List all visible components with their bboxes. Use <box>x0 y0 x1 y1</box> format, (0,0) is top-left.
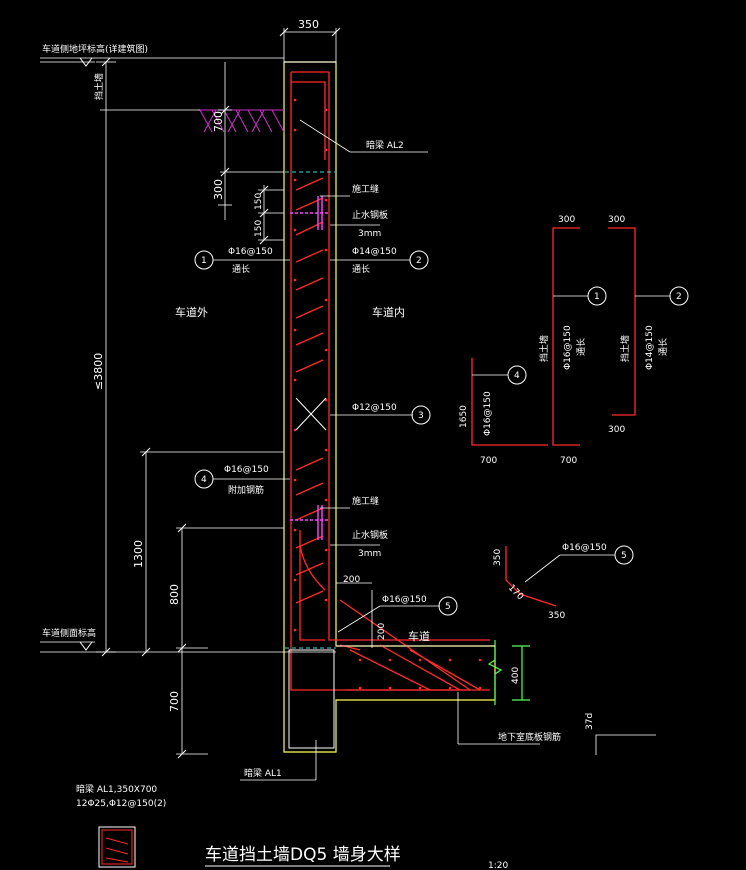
gap-1: 3mm <box>358 229 381 239</box>
detail-a-spec1: Φ16@150 <box>563 325 573 370</box>
al1-legend-frame <box>98 826 136 868</box>
detail-a-w2: 300 <box>608 215 625 225</box>
r1-note: 通长 <box>232 263 250 275</box>
detail-a-num1: 1 <box>594 292 600 302</box>
drawing-scale: 1:20 <box>488 861 508 870</box>
detail-c-leaders <box>524 554 615 583</box>
r2-num: 2 <box>416 256 422 266</box>
dim-d200a: 200 <box>343 575 360 585</box>
dim-d700-bottom: 700 <box>168 691 181 712</box>
detail-c-rebar <box>505 546 557 607</box>
wall-rebar <box>290 71 490 691</box>
r4-note: 附加钢筋 <box>228 484 264 496</box>
region-inside: 车道内 <box>372 305 405 319</box>
detail-a-rebar <box>552 227 636 446</box>
label-earth-surface: 挡土墙 <box>93 73 105 100</box>
const-joint-2: 施工缝 <box>352 495 379 507</box>
dim-d800: 800 <box>168 584 181 605</box>
detail-a-label1: 挡土墙 <box>538 335 550 362</box>
dim-d37d: 37d <box>585 713 595 730</box>
r3-num: 3 <box>418 411 424 421</box>
dim-d700-top: 700 <box>212 111 225 132</box>
leaders <box>213 119 440 633</box>
detail-a-spec2: Φ14@150 <box>645 325 655 370</box>
detail-a-note1: 通长 <box>575 338 587 356</box>
drawing-title: 车道挡土墙DQ5 墙身大样 <box>205 845 401 865</box>
dim-d150a: 150 <box>254 193 264 210</box>
detail-c-170: 170 <box>506 583 525 602</box>
detail-b-b2: 700 <box>560 456 577 466</box>
r2-spec: Φ14@150 <box>352 247 397 257</box>
r1-spec: Φ16@150 <box>228 247 273 257</box>
detail-a-w1: 300 <box>558 215 575 225</box>
detail-a-note2: 通长 <box>657 338 669 356</box>
dim-d200b: 200 <box>377 623 387 640</box>
detail-c-num: 5 <box>621 551 627 561</box>
rebar-bubbles <box>194 250 689 616</box>
detail-a-bottom: 300 <box>608 425 625 435</box>
detail-b-spec: Φ16@150 <box>483 391 493 436</box>
r5-num: 5 <box>445 602 451 612</box>
beam-al2-label: 暗梁 AL2 <box>366 139 404 151</box>
r3-spec: Φ12@150 <box>352 403 397 413</box>
detail-b-rebar <box>471 358 548 446</box>
region-outside: 车道外 <box>175 305 208 319</box>
dim-d400: 400 <box>511 667 521 684</box>
const-joint-1: 施工缝 <box>352 183 379 195</box>
detail-c-350b: 350 <box>548 611 565 621</box>
region-road: 车道 <box>408 629 430 643</box>
dim-d300: 300 <box>212 179 225 200</box>
elevation-markers <box>79 57 93 651</box>
dim-d3800: ≤3800 <box>92 353 105 390</box>
label-basement-rebar: 地下室底板钢筋 <box>498 731 561 743</box>
detail-c-spec: Φ16@150 <box>562 543 607 553</box>
r2-note: 通长 <box>352 263 370 275</box>
al1-legend-box <box>101 829 133 865</box>
label-beam-al1: 暗梁 AL1 <box>244 767 282 779</box>
beam-al1-box <box>288 649 335 749</box>
detail-b-h: 1650 <box>459 405 469 428</box>
r4-num: 4 <box>201 475 207 485</box>
earth-hatch <box>198 109 285 133</box>
label-beam-al1-rebar: 12Φ25,Φ12@150(2) <box>76 799 166 809</box>
r1-num: 1 <box>201 256 207 266</box>
dim-ticks <box>101 27 341 759</box>
waterstop-1: 止水钢板 <box>352 209 388 221</box>
detail-c-350a: 350 <box>493 549 503 566</box>
label-beam-al1-spec: 暗梁 AL1,350X700 <box>76 783 157 795</box>
r5-spec: Φ16@150 <box>382 595 427 605</box>
break-mark <box>487 640 530 705</box>
waterstop-2: 止水钢板 <box>352 529 388 541</box>
label-top-elev: 车道侧地坪标高(详建筑图) <box>42 43 148 55</box>
dim-wall-thickness: 350 <box>298 18 319 31</box>
rebar-dots <box>293 98 482 690</box>
detail-b-b1: 700 <box>480 456 497 466</box>
gap-2: 3mm <box>358 549 381 559</box>
dim-d1300: 1300 <box>132 540 145 568</box>
detail-a-num2: 2 <box>676 292 682 302</box>
detail-b-num: 4 <box>514 371 520 381</box>
r4-spec: Φ16@150 <box>224 465 269 475</box>
dim-d150b: 150 <box>254 220 264 237</box>
construction-joints <box>285 171 336 649</box>
detail-a-label2: 挡土墙 <box>619 335 631 362</box>
waterstop-plates <box>290 196 330 540</box>
wall-cross <box>295 397 327 431</box>
dimension-lines <box>40 28 656 781</box>
label-road-elev: 车道侧面标高 <box>42 627 96 639</box>
